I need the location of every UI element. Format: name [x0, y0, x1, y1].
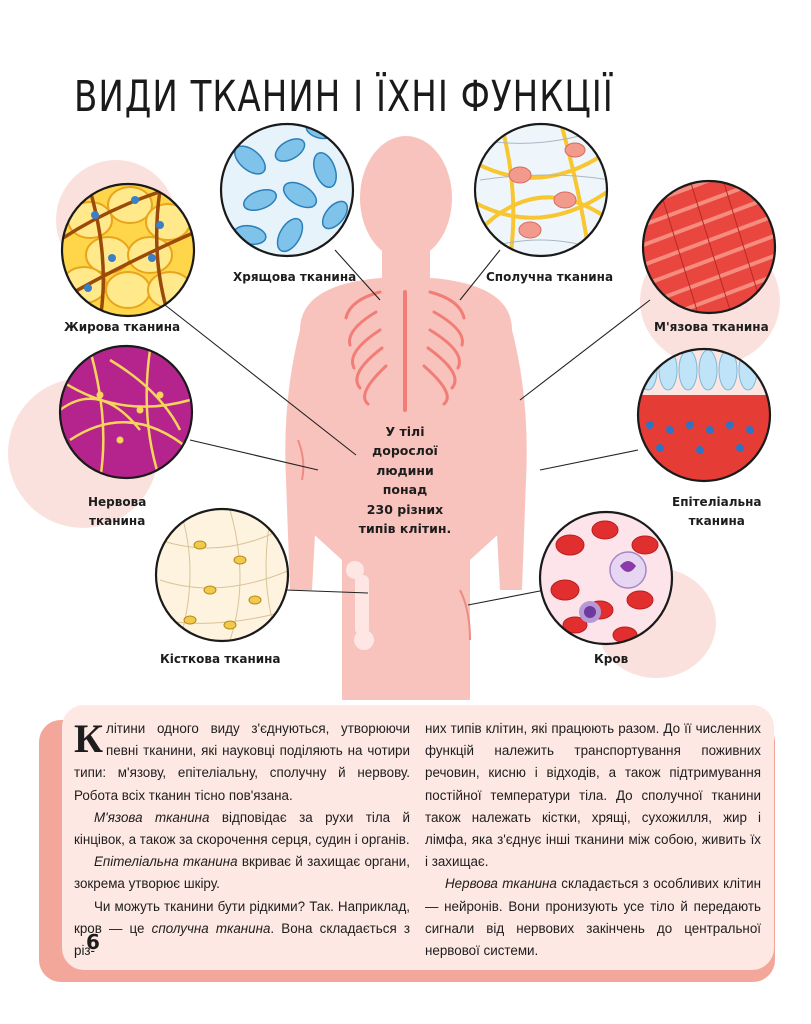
paragraph-epithelial: Епітеліальна тканина вкриває й захищає о…: [74, 851, 410, 895]
connective-tissue-circle: [473, 122, 609, 258]
note-line3: людини: [376, 462, 434, 478]
page-number: 6: [86, 930, 100, 954]
note-line6: типів клітин.: [358, 520, 452, 536]
intro-text: літини одного виду з'єднуються, утворююч…: [74, 721, 410, 803]
muscle-tissue-circle: [641, 179, 777, 315]
term-connective: сполучна тканина: [151, 920, 271, 936]
cell-count-note: У тілі дорослої людини понад 230 різних …: [356, 422, 454, 538]
blood-circle: [538, 510, 674, 646]
page-title: ВИДИ ТКАНИН І ЇХНІ ФУНКЦІЇ: [74, 72, 614, 122]
text-column-right: них типів клітин, які працюють разом. До…: [425, 718, 761, 962]
label-nerve-line1: Нервова: [88, 495, 147, 509]
label-connective: Сполучна тканина: [486, 270, 614, 284]
label-cartilage: Хрящова тканина: [233, 270, 357, 284]
muscle-text: відповідає за рухи тіла й кінцівок, а та…: [74, 809, 410, 848]
paragraph-liquid: Чи можуть тканини бути рідкими? Так. Нап…: [74, 896, 410, 963]
label-blood: Кров: [594, 652, 629, 666]
liquid-text-b: . Вона складається з різ-: [74, 920, 411, 959]
tissue-illustration: [58, 122, 777, 700]
term-muscle: М'язова тканина: [94, 809, 210, 825]
epithelial-text: вкриває й захищає органи, зокрема утворю…: [74, 854, 410, 892]
paragraph-blood: них типів клітин, які працюють разом. До…: [425, 721, 761, 870]
bone-tissue-circle: [154, 507, 290, 643]
label-epithelial-line2: тканина: [688, 513, 745, 528]
body-silhouette: [285, 136, 527, 700]
note-line2: дорослої: [372, 443, 438, 459]
paragraph-nerve: Нервова тканина складається з особливих …: [425, 873, 761, 962]
nerve-tissue-circle: [58, 344, 194, 480]
cartilage-tissue-circle: [219, 122, 355, 258]
label-bone: Кісткова тканина: [160, 652, 281, 666]
rib-cage: [344, 290, 466, 412]
label-muscle: М'язова тканина: [654, 320, 769, 334]
nerve-text: складається з особливих клітин — нейроні…: [425, 876, 761, 959]
fat-tissue-circle: [60, 182, 196, 318]
femur-bone: [346, 561, 374, 650]
label-epithelial-line1: Епітеліальна: [672, 495, 762, 509]
note-line1: У тілі: [385, 424, 425, 439]
drop-cap: К: [74, 716, 104, 761]
text-panel: [62, 705, 774, 970]
term-nerve: Нервова тканина: [445, 876, 557, 892]
label-epithelial: Епітеліальна тканина: [672, 493, 761, 530]
connector-lines: [164, 249, 651, 606]
label-fat: Жирова тканина: [64, 320, 181, 334]
term-epithelial: Епітеліальна тканина: [94, 854, 238, 870]
paragraph-muscle: М'язова тканина відповідає за рухи тіла …: [74, 807, 410, 851]
label-nerve-line2: тканина: [89, 513, 146, 528]
liquid-text-a: Чи можуть тканини бути рідкими? Так. Нап…: [74, 898, 410, 936]
label-nerve: Нервова тканина: [88, 493, 146, 530]
epithelial-tissue-circle: [636, 347, 772, 483]
note-line5: 230 різних: [366, 501, 444, 517]
note-line4: понад: [382, 482, 428, 498]
